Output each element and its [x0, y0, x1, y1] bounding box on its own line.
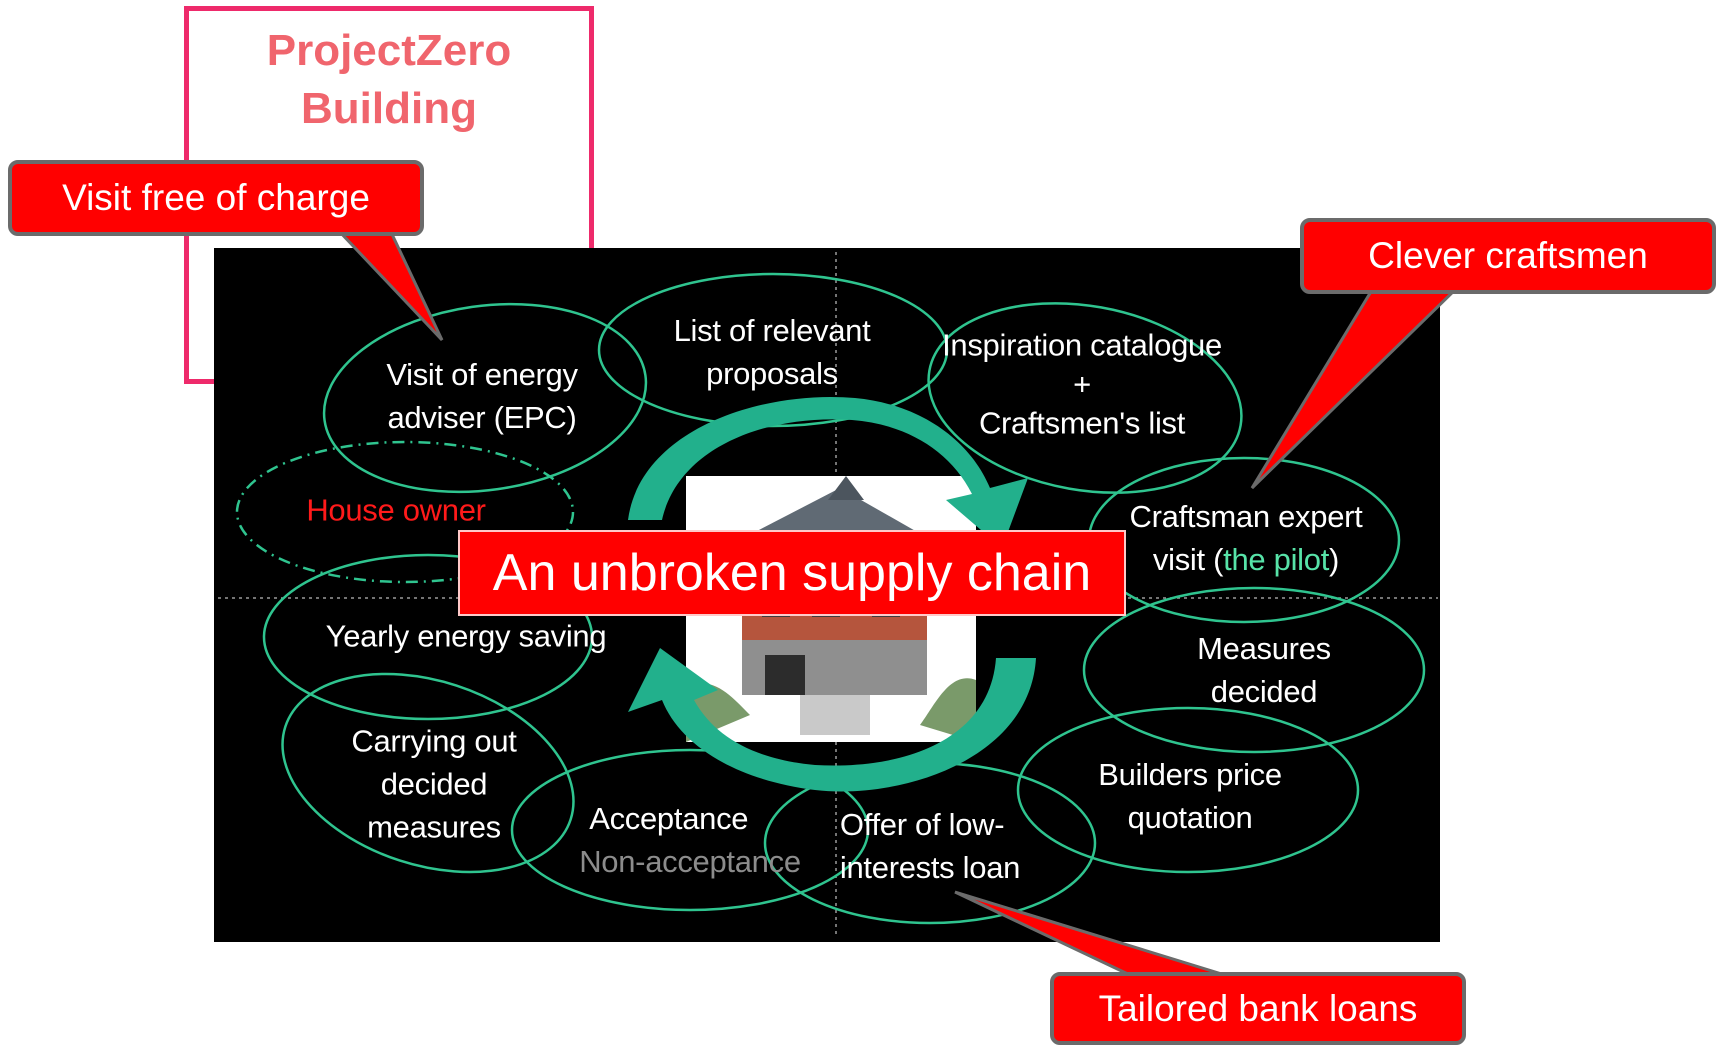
node-house-owner: House owner [306, 489, 486, 532]
ellipse-carrying [281, 672, 575, 874]
projectzero-title: ProjectZero Building [184, 22, 594, 138]
node-expert-visit-post: ) [1329, 542, 1340, 577]
node-acceptance: Acceptance Non-acceptance [579, 797, 801, 883]
tailored-loans-callout: Tailored bank loans [1050, 972, 1466, 1045]
node-yearly-label: Yearly energy saving [325, 618, 607, 654]
cycle-arrows [628, 397, 1036, 792]
node-carrying-line2: decided [380, 766, 488, 802]
node-carrying: Carrying out decided measures [351, 720, 517, 849]
visit-callout-tail [335, 218, 444, 342]
ellipse-measures [1082, 586, 1426, 754]
node-loan-line2: interests loan [839, 850, 1021, 885]
clever-craftsmen-callout: Clever craftsmen [1300, 218, 1716, 294]
node-carrying-line3: measures [367, 809, 501, 845]
node-loan-line1: Offer of low- [839, 807, 1005, 842]
node-expert-visit-line2: visit (the pilot) [1130, 538, 1363, 581]
node-quotation: Builders price quotation [1098, 753, 1282, 839]
node-measures: Measures decided [1197, 627, 1331, 713]
node-proposals-line1: List of relevant [673, 313, 871, 348]
ellipse-acceptance [510, 748, 870, 912]
clever-craftsmen-callout-text: Clever craftsmen [1368, 235, 1648, 276]
projectzero-title-line2: Building [301, 84, 477, 133]
node-catalogue-line3: Craftsmen's list [978, 405, 1186, 441]
node-loan: Offer of low- interests loan [840, 803, 1020, 889]
supply-chain-banner-text: An unbroken supply chain [492, 544, 1092, 602]
loans-callout-tail [954, 890, 1226, 977]
node-quotation-line2: quotation [1127, 800, 1253, 835]
node-catalogue: Inspiration catalogue + Craftsmen's list [942, 326, 1222, 443]
node-acceptance-line1: Acceptance [589, 801, 749, 836]
visit-free-callout-text: Visit free of charge [62, 177, 370, 218]
ellipse-yearly [262, 553, 594, 721]
node-carrying-line1: Carrying out [351, 723, 517, 759]
node-energy-adviser-line2: adviser (EPC) [387, 400, 577, 435]
node-catalogue-line2: + [1073, 366, 1091, 402]
supply-chain-banner: An unbroken supply chain [458, 530, 1126, 616]
node-acceptance-line2: Non-acceptance [579, 844, 801, 879]
node-expert-visit-pilot: the pilot [1223, 542, 1330, 577]
bottom-cycle-arrow [628, 648, 1036, 792]
ellipse-energy-adviser [322, 302, 648, 494]
node-energy-adviser-line1: Visit of energy [386, 357, 578, 392]
tailored-loans-callout-text: Tailored bank loans [1098, 987, 1418, 1029]
node-expert-visit: Craftsman expert visit (the pilot) [1130, 495, 1363, 581]
node-measures-line2: decided [1210, 674, 1318, 709]
visit-free-callout: Visit free of charge [8, 160, 424, 236]
craftsmen-callout-tail [1250, 283, 1464, 490]
node-yearly: Yearly energy saving [326, 615, 607, 658]
projectzero-title-line1: ProjectZero [266, 26, 512, 75]
ellipse-quotation [1016, 706, 1360, 874]
ellipse-house-owner [235, 440, 575, 584]
ellipse-proposals [597, 272, 949, 428]
node-house-owner-label: House owner [306, 492, 486, 528]
node-proposals: List of relevant proposals [674, 309, 871, 395]
node-catalogue-line1: Inspiration catalogue [942, 327, 1222, 363]
node-quotation-line1: Builders price [1098, 757, 1282, 792]
top-cycle-arrow [628, 397, 1028, 548]
node-expert-visit-pre: visit ( [1152, 542, 1224, 577]
node-expert-visit-line1: Craftsman expert [1129, 499, 1363, 534]
node-energy-adviser: Visit of energy adviser (EPC) [386, 353, 578, 439]
node-proposals-line2: proposals [706, 356, 838, 391]
node-measures-line1: Measures [1197, 631, 1331, 666]
ellipse-catalogue [927, 302, 1243, 494]
